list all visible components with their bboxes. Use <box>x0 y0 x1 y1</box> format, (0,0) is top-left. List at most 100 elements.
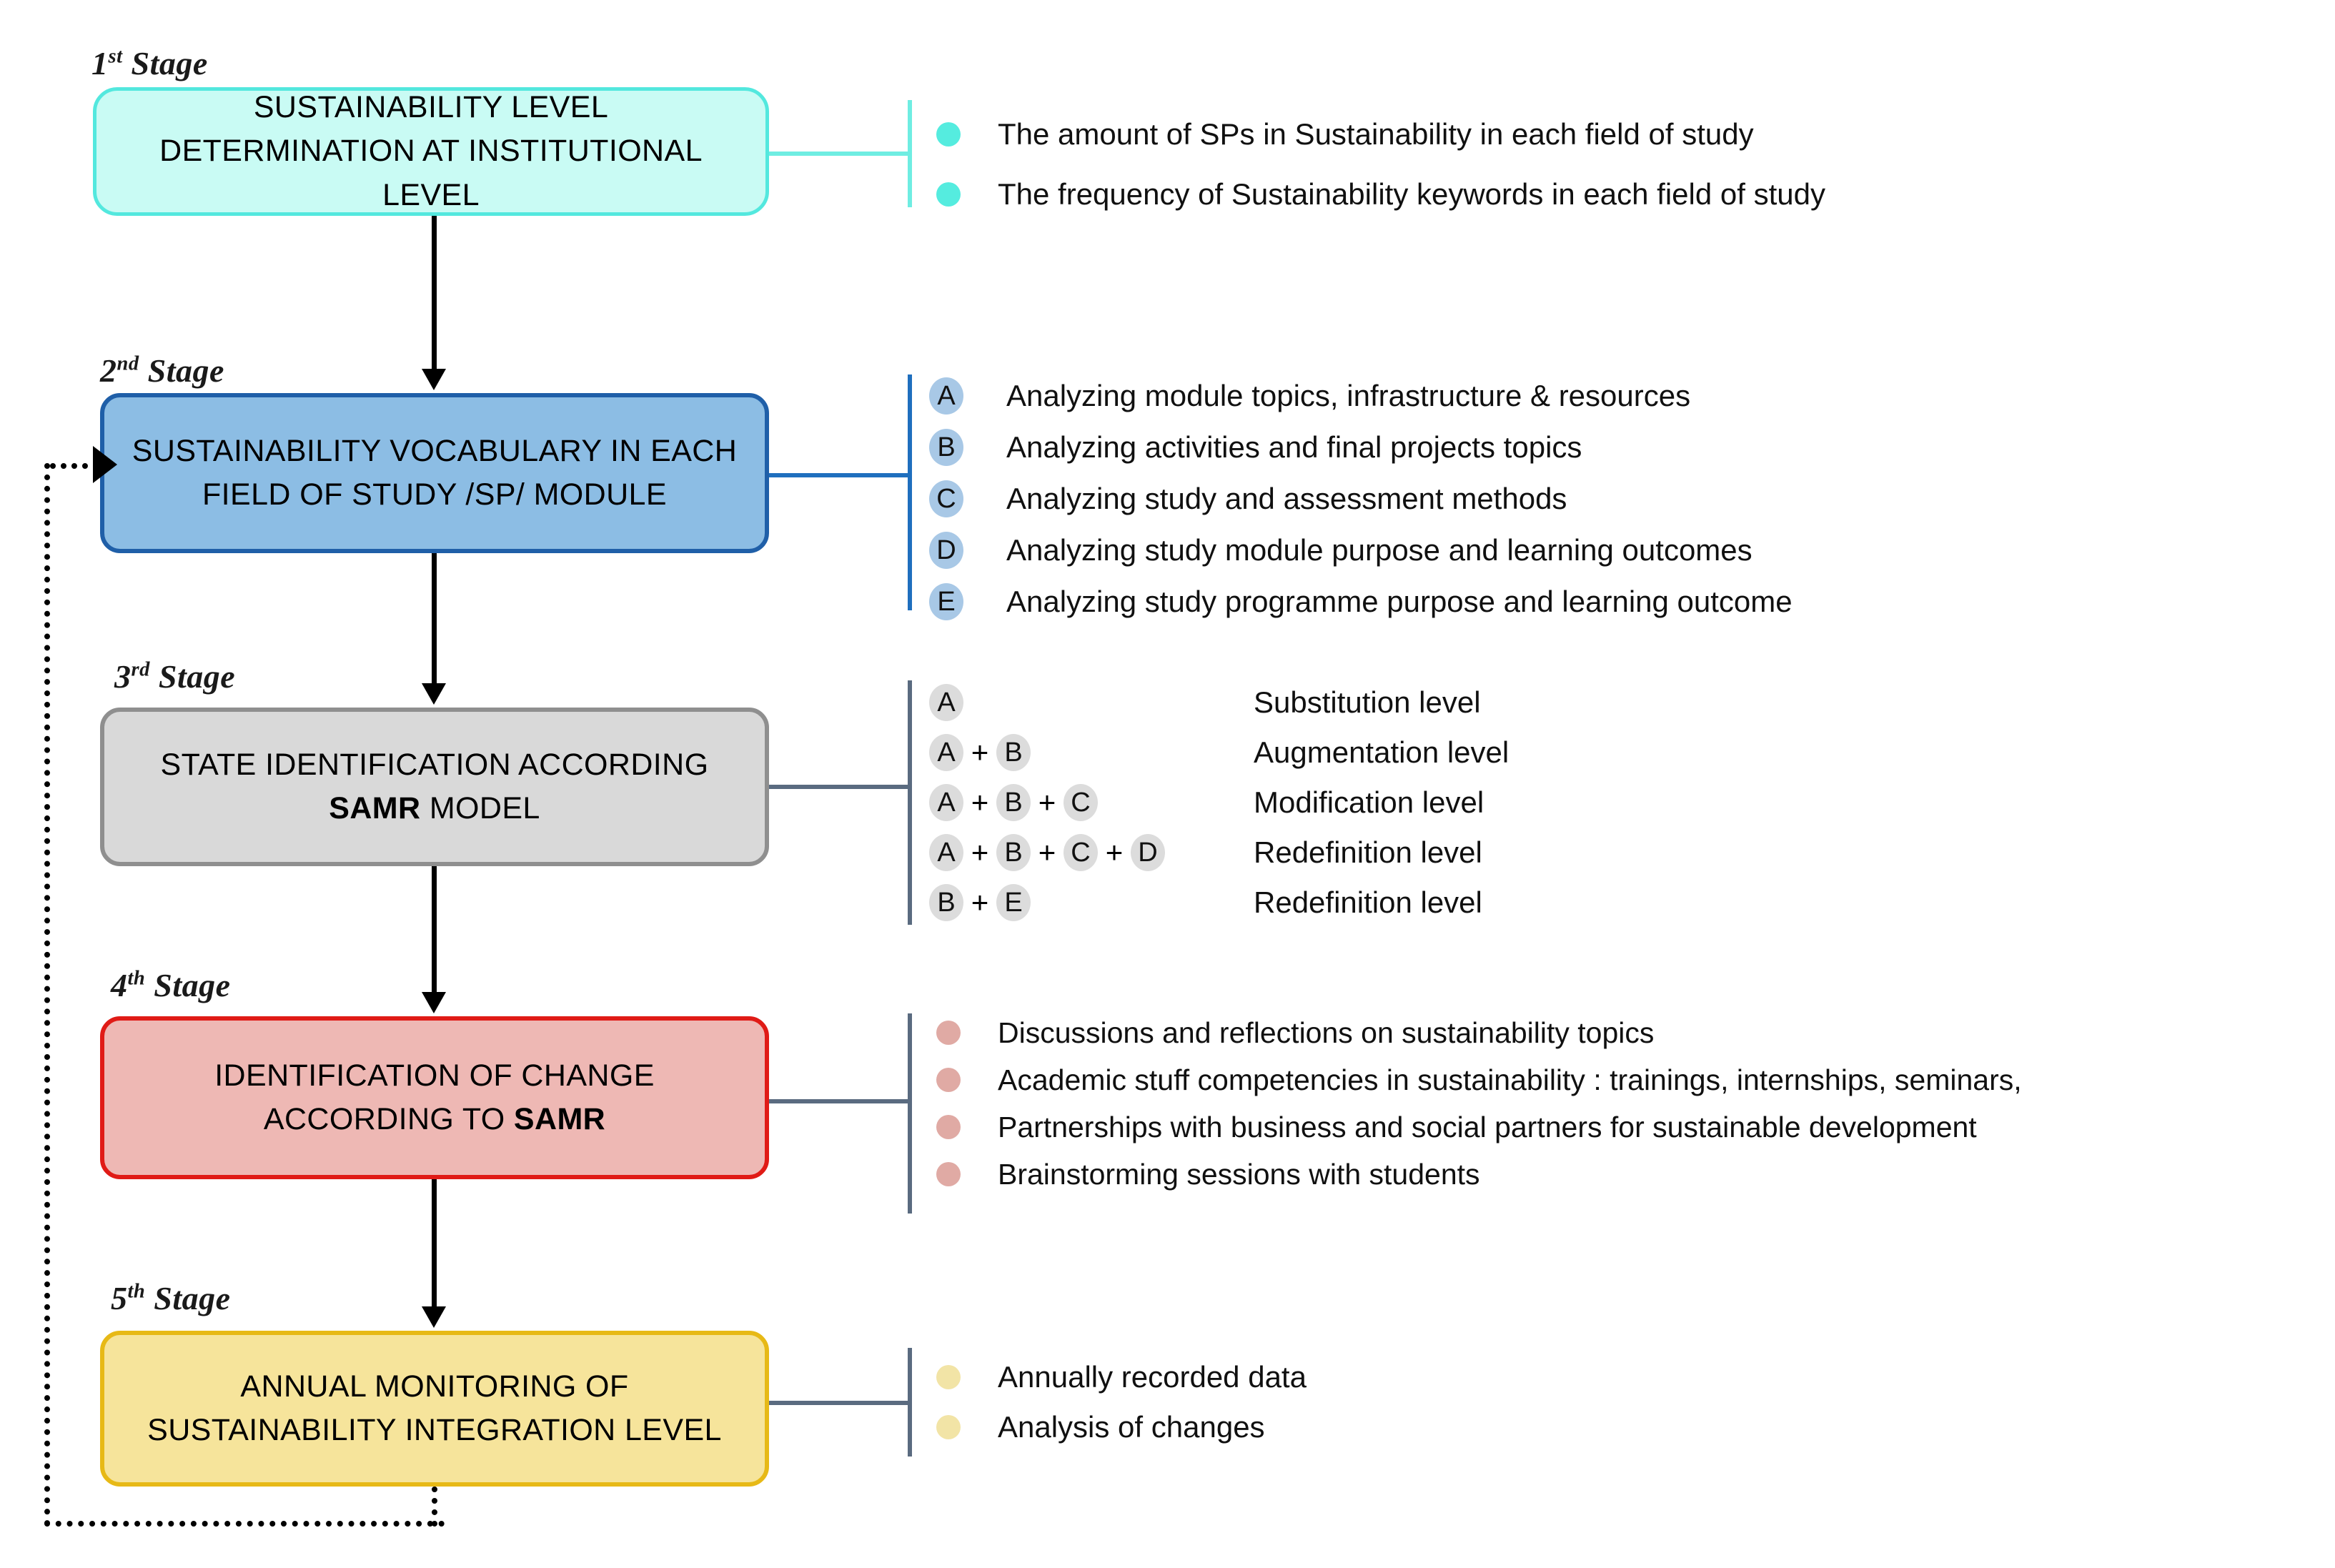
stage-3-box-line-1: STATE IDENTIFICATION ACCORDING <box>160 747 709 782</box>
stage-1-label: 1st Stage <box>91 45 208 81</box>
token-letter-c: C <box>1064 784 1098 821</box>
stage-4-bullet-3-text: Partnerships with business and social pa… <box>998 1110 1977 1143</box>
stage-1-box-line-2: DETERMINATION AT INSTITUTIONAL <box>159 134 703 169</box>
stage-5-bullets: Annually recorded data Analysis of chang… <box>936 1352 1307 1452</box>
token-letter-b: B <box>996 834 1031 871</box>
arrow-stage3-to-stage4 <box>422 866 446 1013</box>
list-item: A Substitution level <box>929 678 1509 728</box>
stage-4-box-line-1: IDENTIFICATION OF CHANGE <box>214 1058 655 1093</box>
stage-3-level-5-label: Redefinition level <box>1254 885 1482 919</box>
stage-3-box[interactable]: STATE IDENTIFICATION ACCORDING SAMR MODE… <box>100 708 769 866</box>
token-letter-b: B <box>996 734 1031 771</box>
feedback-loop-right-segment <box>432 1487 437 1527</box>
bullet-dot-icon <box>936 1415 961 1439</box>
stage-3-box-bold-word: SAMR <box>329 791 421 825</box>
stage-2-box[interactable]: SUSTAINABILITY VOCABULARY IN EACH FIELD … <box>100 393 769 553</box>
token-letter-a: A <box>929 377 963 415</box>
stage-1-box-line-3: LEVEL <box>382 177 480 212</box>
stage-3-level-1-label: Substitution level <box>1254 685 1481 719</box>
stage-2-connector <box>769 374 912 610</box>
stage-2-bullet-1-text: Analyzing module topics, infrastructure … <box>1006 379 1691 412</box>
list-item: Annually recorded data <box>936 1352 1307 1402</box>
token-letter-a: A <box>929 734 963 771</box>
feedback-loop-bottom-segment <box>44 1521 445 1527</box>
plus-icon: + <box>971 885 989 919</box>
arrow-stage4-to-stage5 <box>422 1179 446 1328</box>
token-letter-c: C <box>1064 834 1098 871</box>
list-item: The amount of SPs in Sustainability in e… <box>936 109 1825 160</box>
stage-4-box[interactable]: IDENTIFICATION OF CHANGE ACCORDING TO SA… <box>100 1016 769 1179</box>
stage-3-level-4-label: Redefinition level <box>1254 835 1482 869</box>
token-letter-a: A <box>929 784 963 821</box>
token-letter-a: A <box>929 834 963 871</box>
list-item: A + B + C + D Redefinition level <box>929 828 1509 878</box>
arrow-stage1-to-stage2 <box>422 216 446 390</box>
bullet-dot-icon <box>936 1162 961 1186</box>
stage-5-box-line-2: SUSTAINABILITY INTEGRATION LEVEL <box>147 1413 722 1447</box>
stage-3-level-2-label: Augmentation level <box>1254 735 1509 769</box>
stage-1-connector <box>769 100 912 207</box>
list-item: D Analyzing study module purpose and lea… <box>929 525 1793 576</box>
list-item: B + E Redefinition level <box>929 878 1509 928</box>
plus-icon: + <box>1038 785 1056 819</box>
feedback-loop-left-segment <box>44 463 50 1527</box>
list-item: Partnerships with business and social pa… <box>936 1103 2022 1151</box>
list-item: Academic stuff competencies in sustainab… <box>936 1056 2022 1103</box>
stage-4-bullet-1-text: Discussions and reflections on sustainab… <box>998 1016 1655 1049</box>
list-item: A + B Augmentation level <box>929 728 1509 778</box>
token-letter-c: C <box>929 480 963 517</box>
list-item: Analysis of changes <box>936 1402 1307 1452</box>
stage-4-bullets: Discussions and reflections on sustainab… <box>936 1009 2022 1198</box>
plus-icon: + <box>1105 835 1124 869</box>
stage-5-bullet-1-text: Annually recorded data <box>998 1360 1307 1394</box>
list-item: A Analyzing module topics, infrastructur… <box>929 370 1793 422</box>
token-letter-d: D <box>929 532 963 569</box>
bullet-dot-icon <box>936 1115 961 1139</box>
stage-2-bullet-4-text: Analyzing study module purpose and learn… <box>1006 533 1753 567</box>
token-letter-a: A <box>929 684 963 721</box>
list-item: Discussions and reflections on sustainab… <box>936 1009 2022 1056</box>
stage-4-bullet-2-text: Academic stuff competencies in sustainab… <box>998 1063 2022 1096</box>
stage-3-label: 3rd Stage <box>114 658 236 695</box>
stage-4-box-prefix: ACCORDING TO <box>263 1102 514 1136</box>
stage-4-box-bold-word: SAMR <box>513 1102 606 1136</box>
stage-1-bullet-2-text: The frequency of Sustainability keywords… <box>998 177 1825 211</box>
stage-5-bullet-2-text: Analysis of changes <box>998 1410 1265 1444</box>
stage-2-bullet-2-text: Analyzing activities and final projects … <box>1006 430 1582 464</box>
stage-5-box-line-1: ANNUAL MONITORING OF <box>240 1369 629 1404</box>
stage-4-connector <box>769 1013 912 1214</box>
list-item: C Analyzing study and assessment methods <box>929 473 1793 525</box>
list-item: B Analyzing activities and final project… <box>929 422 1793 473</box>
stage-2-bullets: A Analyzing module topics, infrastructur… <box>929 370 1793 627</box>
list-item: The frequency of Sustainability keywords… <box>936 169 1825 220</box>
token-letter-b: B <box>929 429 963 466</box>
plus-icon: + <box>971 785 989 819</box>
list-item: A + B + C Modification level <box>929 778 1509 828</box>
plus-icon: + <box>1038 835 1056 869</box>
stage-5-box[interactable]: ANNUAL MONITORING OF SUSTAINABILITY INTE… <box>100 1331 769 1487</box>
stage-2-bullet-5-text: Analyzing study programme purpose and le… <box>1006 585 1793 618</box>
stage-5-connector <box>769 1348 912 1457</box>
stage-4-bullet-4-text: Brainstorming sessions with students <box>998 1157 1480 1191</box>
stage-2-box-line-2: FIELD OF STUDY /SP/ MODULE <box>202 477 667 512</box>
stage-2-box-line-1: SUSTAINABILITY VOCABULARY IN EACH <box>132 433 738 468</box>
feedback-loop-arrowhead-icon <box>93 446 117 483</box>
stage-2-bullet-3-text: Analyzing study and assessment methods <box>1006 482 1567 515</box>
stage-4-label: 4th Stage <box>111 967 231 1003</box>
arrow-stage2-to-stage3 <box>422 553 446 705</box>
token-letter-b: B <box>996 784 1031 821</box>
token-letter-e: E <box>996 884 1031 921</box>
bullet-dot-icon <box>936 122 961 147</box>
bullet-dot-icon <box>936 1365 961 1389</box>
stage-4-box-line-2: ACCORDING TO SAMR <box>123 1098 746 1141</box>
feedback-loop-entry-segment <box>50 463 99 469</box>
stage-5-label: 5th Stage <box>111 1280 231 1316</box>
list-item: E Analyzing study programme purpose and … <box>929 576 1793 627</box>
stage-3-box-line-2: SAMR MODEL <box>123 787 746 830</box>
list-item: Brainstorming sessions with students <box>936 1151 2022 1198</box>
token-letter-b: B <box>929 884 963 921</box>
stage-1-box[interactable]: SUSTAINABILITY LEVEL DETERMINATION AT IN… <box>93 87 769 216</box>
plus-icon: + <box>971 835 989 869</box>
stage-3-levels: A Substitution level A + B Augmentation … <box>929 678 1509 928</box>
